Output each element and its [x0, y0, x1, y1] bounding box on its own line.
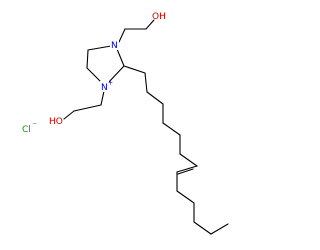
bond-chain-double: [177, 168, 194, 175]
bond-ntop-c1: [118, 28, 126, 43]
bond-chain-7: [179, 153, 198, 167]
bond-chain-2: [144, 72, 148, 93]
bond-c4-c5: [86, 49, 89, 69]
bond-chain-10: [176, 190, 195, 204]
bond-c2b-oh: [63, 110, 75, 120]
hydroxyl-bottom-label: HO: [49, 117, 63, 127]
chloride-label: Cl: [22, 125, 31, 135]
negative-charge-sign: −: [32, 120, 37, 127]
bond-chain-1: [123, 65, 146, 74]
bond-chain-13: [210, 223, 229, 235]
hydroxyl-top-label: OH: [152, 12, 166, 22]
bond-c2ring-nplus: [106, 65, 125, 85]
bond-nplus-c1b: [100, 90, 105, 106]
positive-charge-sign: +: [108, 80, 113, 87]
nitrogen-cation-label: N: [101, 83, 108, 93]
bond-ntop-c2ring: [116, 48, 125, 67]
bond-chain-8: [176, 165, 198, 173]
bond-c1b-c2b: [73, 104, 102, 112]
nitrogen-top-label: N: [111, 41, 118, 51]
bond-c2-oh: [145, 19, 155, 30]
molecule-svg: OH N N + HO Cl −: [22, 12, 229, 235]
bond-chain-3: [146, 91, 164, 105]
bond-chain-12: [193, 221, 212, 235]
structure-diagram: OH N N + HO Cl −: [22, 12, 229, 235]
bond-c5-ntop: [87, 45, 112, 51]
bond-chain-5: [162, 122, 181, 136]
